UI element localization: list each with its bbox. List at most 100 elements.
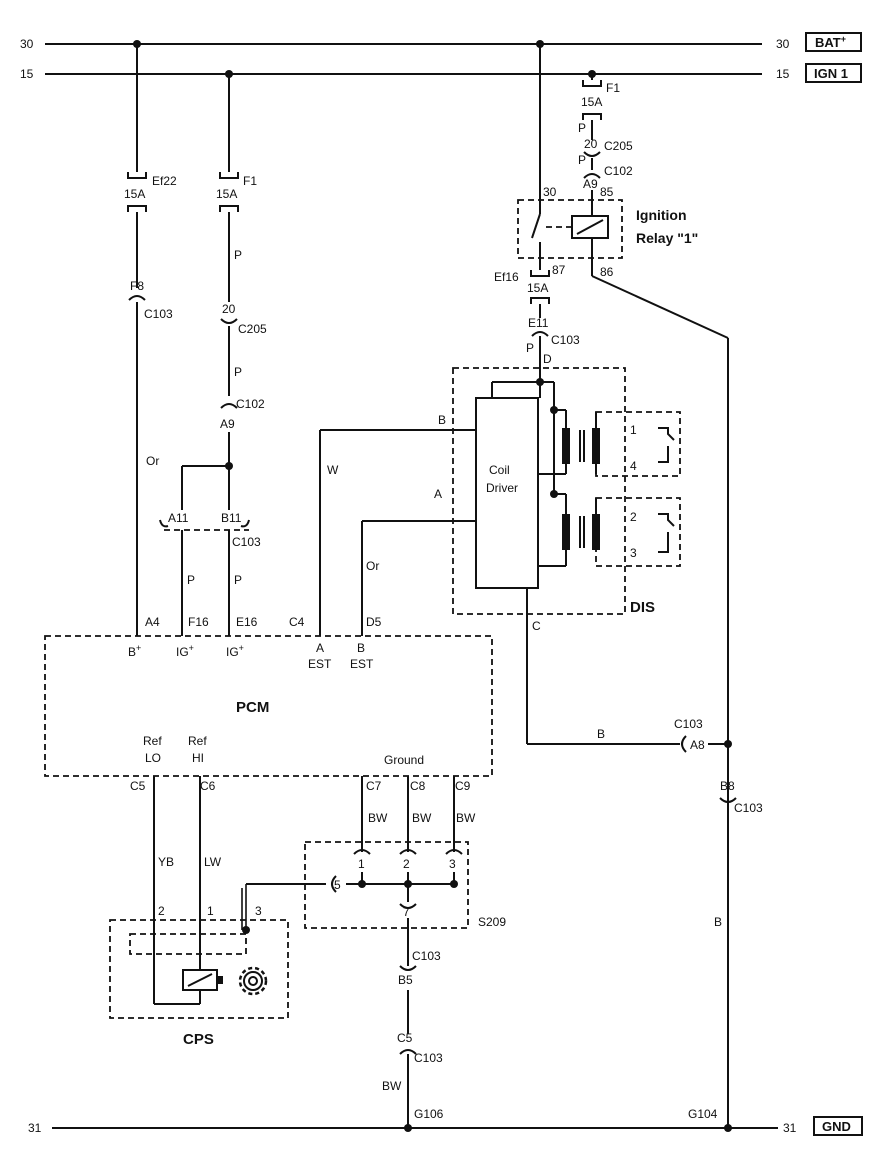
ign-rail-box bbox=[805, 63, 862, 83]
wire-color-b3: B bbox=[714, 915, 722, 929]
ef22-branch: Ef22 15A F8 C103 bbox=[124, 40, 177, 636]
wire-color-yb: YB bbox=[158, 855, 174, 869]
pcm-b-plus: B+ bbox=[128, 643, 141, 659]
wire-color-p4: P bbox=[234, 573, 242, 587]
ef16-fuse-rating: 15A bbox=[527, 281, 548, 295]
relay-pin-86: 86 bbox=[600, 265, 614, 279]
c103-connector-c5: C103 bbox=[414, 1051, 443, 1065]
pcm-pin-c7: C7 bbox=[366, 779, 382, 793]
relay-pin-30: 30 bbox=[543, 185, 557, 199]
wire-color-p7: P bbox=[526, 341, 534, 355]
ignition-relay-branch: F1 15A P 20 C205 P C102 A9 85 30 Ignitio… bbox=[494, 40, 732, 1128]
cps-pin-1: 1 bbox=[207, 904, 214, 918]
wire-color-bw1: BW bbox=[368, 811, 388, 825]
rt-c102: C102 bbox=[604, 164, 633, 178]
s209-pin-2: 2 bbox=[403, 857, 410, 871]
ef22-fuse-name: Ef22 bbox=[152, 174, 177, 188]
battery-rail: 30 30 BAT+ bbox=[20, 32, 862, 52]
wire-color-p2: P bbox=[234, 365, 242, 379]
f1-left-fuse-rating: 15A bbox=[216, 187, 237, 201]
b5-pin: B5 bbox=[398, 973, 413, 987]
gnd-rail-box bbox=[813, 1116, 863, 1136]
bat-rail-box bbox=[805, 32, 862, 52]
rt-a9: A9 bbox=[583, 177, 598, 191]
dis-pin-3: 3 bbox=[630, 546, 637, 560]
wire-color-p1: P bbox=[234, 248, 242, 262]
wire-color-w: W bbox=[327, 463, 339, 477]
s209-pin-5: 5 bbox=[334, 878, 341, 892]
pcm-b-est-1: B bbox=[357, 641, 365, 655]
relay-title-line2: Relay "1" bbox=[636, 230, 698, 246]
gnd-rail-left-label: 31 bbox=[28, 1121, 42, 1135]
wire-color-a: A bbox=[434, 487, 442, 501]
dis-module: DIS Coil Driver 1 4 bbox=[319, 367, 728, 753]
c103-connector-b5: C103 bbox=[412, 949, 441, 963]
wire-color-p3: P bbox=[187, 573, 195, 587]
cps-pin-2: 2 bbox=[158, 904, 165, 918]
c103-connector-b: C103 bbox=[232, 535, 261, 549]
cps-pin-3: 3 bbox=[255, 904, 262, 918]
c5-pin: C5 bbox=[397, 1031, 413, 1045]
pcm-pin-c8: C8 bbox=[410, 779, 426, 793]
pcm-ground-label: Ground bbox=[384, 753, 424, 767]
dis-pin-2: 2 bbox=[630, 510, 637, 524]
ef22-fuse-rating: 15A bbox=[124, 187, 145, 201]
relay-pin-87: 87 bbox=[552, 263, 566, 277]
wire-color-bw3: BW bbox=[456, 811, 476, 825]
wire-color-p5: P bbox=[578, 121, 586, 135]
coil-driver bbox=[475, 397, 539, 589]
relay-pin-85: 85 bbox=[600, 185, 614, 199]
rt-c205: C205 bbox=[604, 139, 633, 153]
f1-left-branch: F1 15A P 20 C205 P C102 A9 Or A11 B11 C1… bbox=[146, 70, 267, 636]
spark-pair-1-4 bbox=[595, 411, 681, 477]
e11-pin: E11 bbox=[528, 316, 549, 330]
wire-color-b2: B bbox=[597, 727, 605, 741]
wire-color-or2: Or bbox=[366, 559, 379, 573]
dis-box bbox=[452, 367, 626, 615]
pcm-box bbox=[44, 635, 493, 777]
pcm-module: A4 F16 E16 C4 D5 B+ IG+ IG+ A EST B EST … bbox=[44, 615, 493, 793]
coil-driver-line2: Driver bbox=[486, 481, 518, 495]
ign-rail-name: IGN 1 bbox=[814, 66, 848, 81]
wire-color-b1: B bbox=[438, 413, 446, 427]
dis-pin-d: D bbox=[543, 352, 552, 366]
ground-g106: G106 bbox=[414, 1107, 444, 1121]
f1-right-fuse-rating: 15A bbox=[581, 95, 602, 109]
spark-pair-2-3 bbox=[595, 497, 681, 567]
cps-box bbox=[109, 919, 289, 1019]
c103-connector-e: C103 bbox=[551, 333, 580, 347]
s209-pin-3: 3 bbox=[449, 857, 456, 871]
rt-pin-20: 20 bbox=[584, 137, 598, 151]
ignition-relay-box bbox=[517, 199, 623, 259]
pcm-a-est-2: EST bbox=[308, 657, 332, 671]
dis-pin-4: 4 bbox=[630, 459, 637, 473]
bat-rail-name: BAT+ bbox=[815, 34, 846, 50]
pcm-pin-c6: C6 bbox=[200, 779, 216, 793]
pcm-pin-f16: F16 bbox=[188, 615, 209, 629]
coil-driver-line1: Coil bbox=[489, 463, 510, 477]
relay-title-line1: Ignition bbox=[636, 207, 687, 223]
a8-pin: A8 bbox=[690, 738, 705, 752]
b8-pin: B8 bbox=[720, 779, 735, 793]
pcm-ref-hi-2: HI bbox=[192, 751, 204, 765]
c103-connector-b8: C103 bbox=[734, 801, 763, 815]
c205-left: C205 bbox=[238, 322, 267, 336]
cps-shield bbox=[129, 933, 247, 955]
wire-color-or1: Or bbox=[146, 454, 159, 468]
s209-pin-7: 7 bbox=[403, 905, 410, 919]
pcm-pin-c9: C9 bbox=[455, 779, 471, 793]
pcm-pin-c4: C4 bbox=[289, 615, 305, 629]
dis-label: DIS bbox=[630, 599, 655, 616]
dis-pin-1: 1 bbox=[630, 423, 637, 437]
pcm-ig-plus-1: IG+ bbox=[176, 643, 194, 659]
f1-left-fuse-name: F1 bbox=[243, 174, 257, 188]
ign-rail-left-label: 15 bbox=[20, 67, 34, 81]
gear-icon bbox=[238, 966, 268, 996]
a11-pin: A11 bbox=[168, 511, 189, 525]
ef16-fuse-name: Ef16 bbox=[494, 270, 519, 284]
wire-color-lw: LW bbox=[204, 855, 222, 869]
c102-left: C102 bbox=[236, 397, 265, 411]
f8-pin: F8 bbox=[130, 279, 144, 293]
pcm-a-est-1: A bbox=[316, 641, 324, 655]
